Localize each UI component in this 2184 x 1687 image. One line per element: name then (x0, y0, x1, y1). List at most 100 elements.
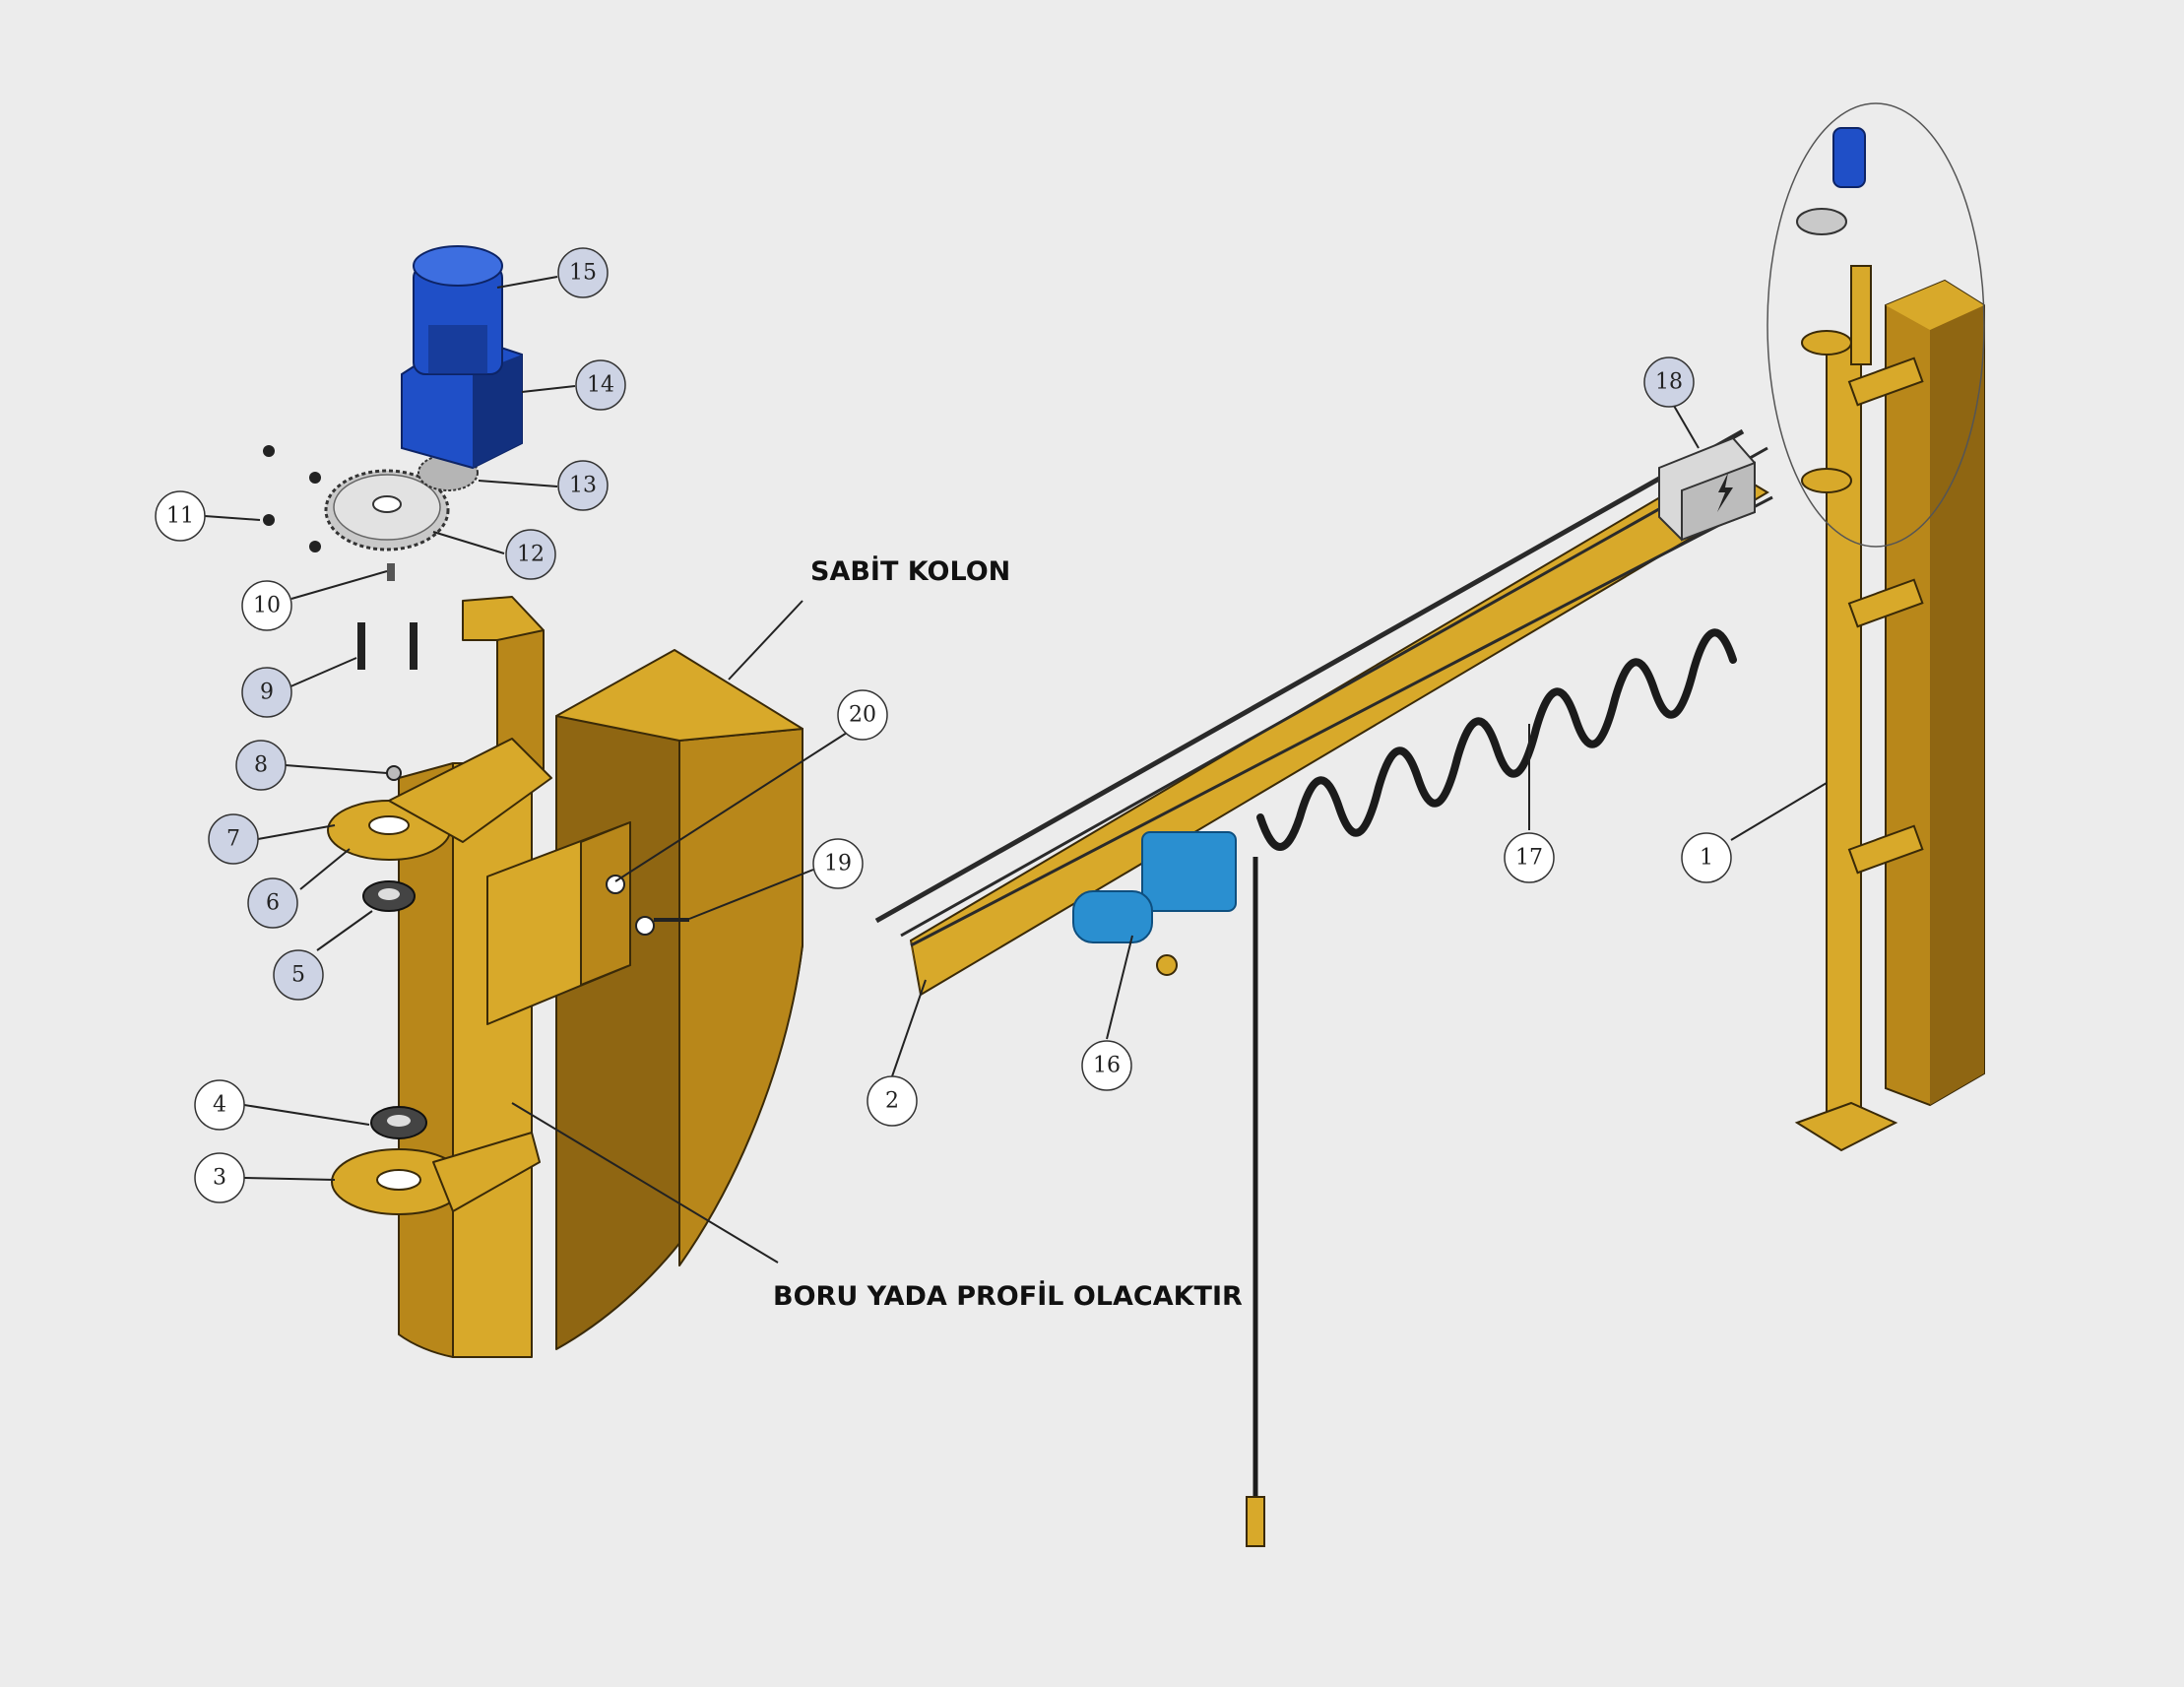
svg-text:20: 20 (849, 703, 876, 728)
right-fixed-column-top (1886, 281, 1984, 330)
motor-end-cap (413, 245, 503, 287)
bridge-girder (909, 461, 1769, 997)
right-post-top (1850, 265, 1872, 365)
lower-flange-arm (432, 1132, 541, 1212)
svg-text:7: 7 (226, 827, 240, 852)
svg-text:11: 11 (166, 504, 194, 529)
svg-text:18: 18 (1655, 370, 1683, 395)
leader-5 (316, 910, 373, 951)
bridge-assembly (874, 428, 1773, 1547)
callout-3: 3 (194, 1152, 245, 1203)
rail-upper (874, 428, 1745, 924)
right-mini-gear (1796, 208, 1847, 235)
leader-6 (299, 848, 351, 890)
leader-4 (243, 1104, 370, 1126)
callout-17: 17 (1504, 832, 1555, 883)
nut-8 (386, 765, 402, 781)
right-base-plate (1794, 1101, 1898, 1152)
leader-19 (688, 869, 814, 920)
leader-3 (243, 1177, 336, 1181)
callout-6: 6 (247, 877, 298, 929)
bolt-20 (606, 875, 625, 894)
motor-fins (428, 325, 487, 374)
callout-19: 19 (812, 838, 864, 889)
leader-9 (288, 657, 357, 688)
leader-14 (521, 385, 576, 393)
rail-lower-2 (910, 495, 1773, 947)
lower-flange-hole (376, 1169, 421, 1191)
label-fixed-column: SABİT KOLON (810, 555, 1010, 587)
leader-16 (1106, 935, 1133, 1040)
svg-text:9: 9 (260, 681, 274, 705)
bearing-5-inner (378, 888, 400, 900)
screw-11d (309, 541, 321, 552)
pin-10 (387, 563, 395, 581)
right-lower-flange (1801, 468, 1852, 493)
gearbox-14-shade (473, 355, 522, 468)
callout-5: 5 (273, 949, 324, 1001)
hoist-hook (1156, 954, 1178, 976)
svg-text:1: 1 (1700, 846, 1713, 871)
upper-flange-arm (388, 738, 552, 843)
detail-circle (1766, 102, 1985, 548)
pendant-controller (1246, 1496, 1265, 1547)
leader-fixed-column (728, 600, 803, 681)
leader-18 (1673, 405, 1700, 449)
callout-20: 20 (837, 689, 888, 741)
column-bracket-side (580, 821, 631, 986)
bridge-girder-face (911, 941, 921, 995)
callout-15: 15 (557, 247, 609, 298)
stud-9b (410, 622, 418, 670)
svg-text:13: 13 (569, 474, 597, 498)
leader-pipe-profile (511, 1102, 779, 1264)
callout-2: 2 (867, 1075, 918, 1127)
bearing-4-inner (387, 1115, 411, 1127)
stud-9a (357, 622, 365, 670)
right-fixed-column-side (1930, 305, 1984, 1105)
svg-text:14: 14 (587, 373, 614, 398)
svg-text:4: 4 (213, 1093, 226, 1118)
svg-text:2: 2 (885, 1089, 899, 1114)
right-bracket-3 (1847, 824, 1924, 875)
label-pipe-or-profile: BORU YADA PROFİL OLACAKTIR (773, 1280, 1243, 1312)
rotating-post-right (452, 762, 533, 1358)
hoist-body (1141, 831, 1237, 912)
leader-12 (432, 531, 505, 554)
callout-4: 4 (194, 1079, 245, 1131)
callout-11: 11 (155, 490, 206, 542)
festoon-cable (1256, 628, 1737, 851)
right-column-assembly (1766, 102, 1985, 1152)
svg-text:6: 6 (266, 891, 280, 916)
leader-lines (204, 276, 1828, 1264)
screw-11b (309, 472, 321, 484)
callout-12: 12 (505, 529, 556, 580)
leader-1 (1730, 782, 1828, 841)
callout-9: 9 (241, 667, 292, 718)
svg-text:17: 17 (1515, 846, 1543, 871)
leader-2 (891, 979, 927, 1077)
right-mini-motor (1832, 127, 1866, 188)
fixed-column-detail (263, 245, 803, 1358)
svg-text:12: 12 (517, 543, 545, 567)
svg-text:8: 8 (254, 753, 268, 778)
leader-10 (290, 570, 388, 600)
svg-text:3: 3 (213, 1166, 226, 1191)
hoist-motor (1072, 890, 1153, 943)
leader-11 (204, 515, 261, 521)
svg-text:15: 15 (569, 261, 597, 286)
lightning-icon (1717, 473, 1733, 512)
leader-8 (285, 764, 388, 774)
svg-text:5: 5 (291, 963, 305, 988)
callout-7: 7 (208, 813, 259, 865)
leader-20 (614, 732, 848, 882)
callout-8: 8 (235, 740, 287, 791)
right-bracket-1 (1847, 357, 1924, 407)
callout-13: 13 (557, 460, 609, 511)
screw-11c (263, 514, 275, 526)
callout-16: 16 (1081, 1040, 1132, 1091)
callout-14: 14 (575, 359, 626, 411)
fixed-column-top (555, 649, 803, 742)
callout-10: 10 (241, 580, 292, 631)
electrical-box-front (1681, 461, 1756, 542)
